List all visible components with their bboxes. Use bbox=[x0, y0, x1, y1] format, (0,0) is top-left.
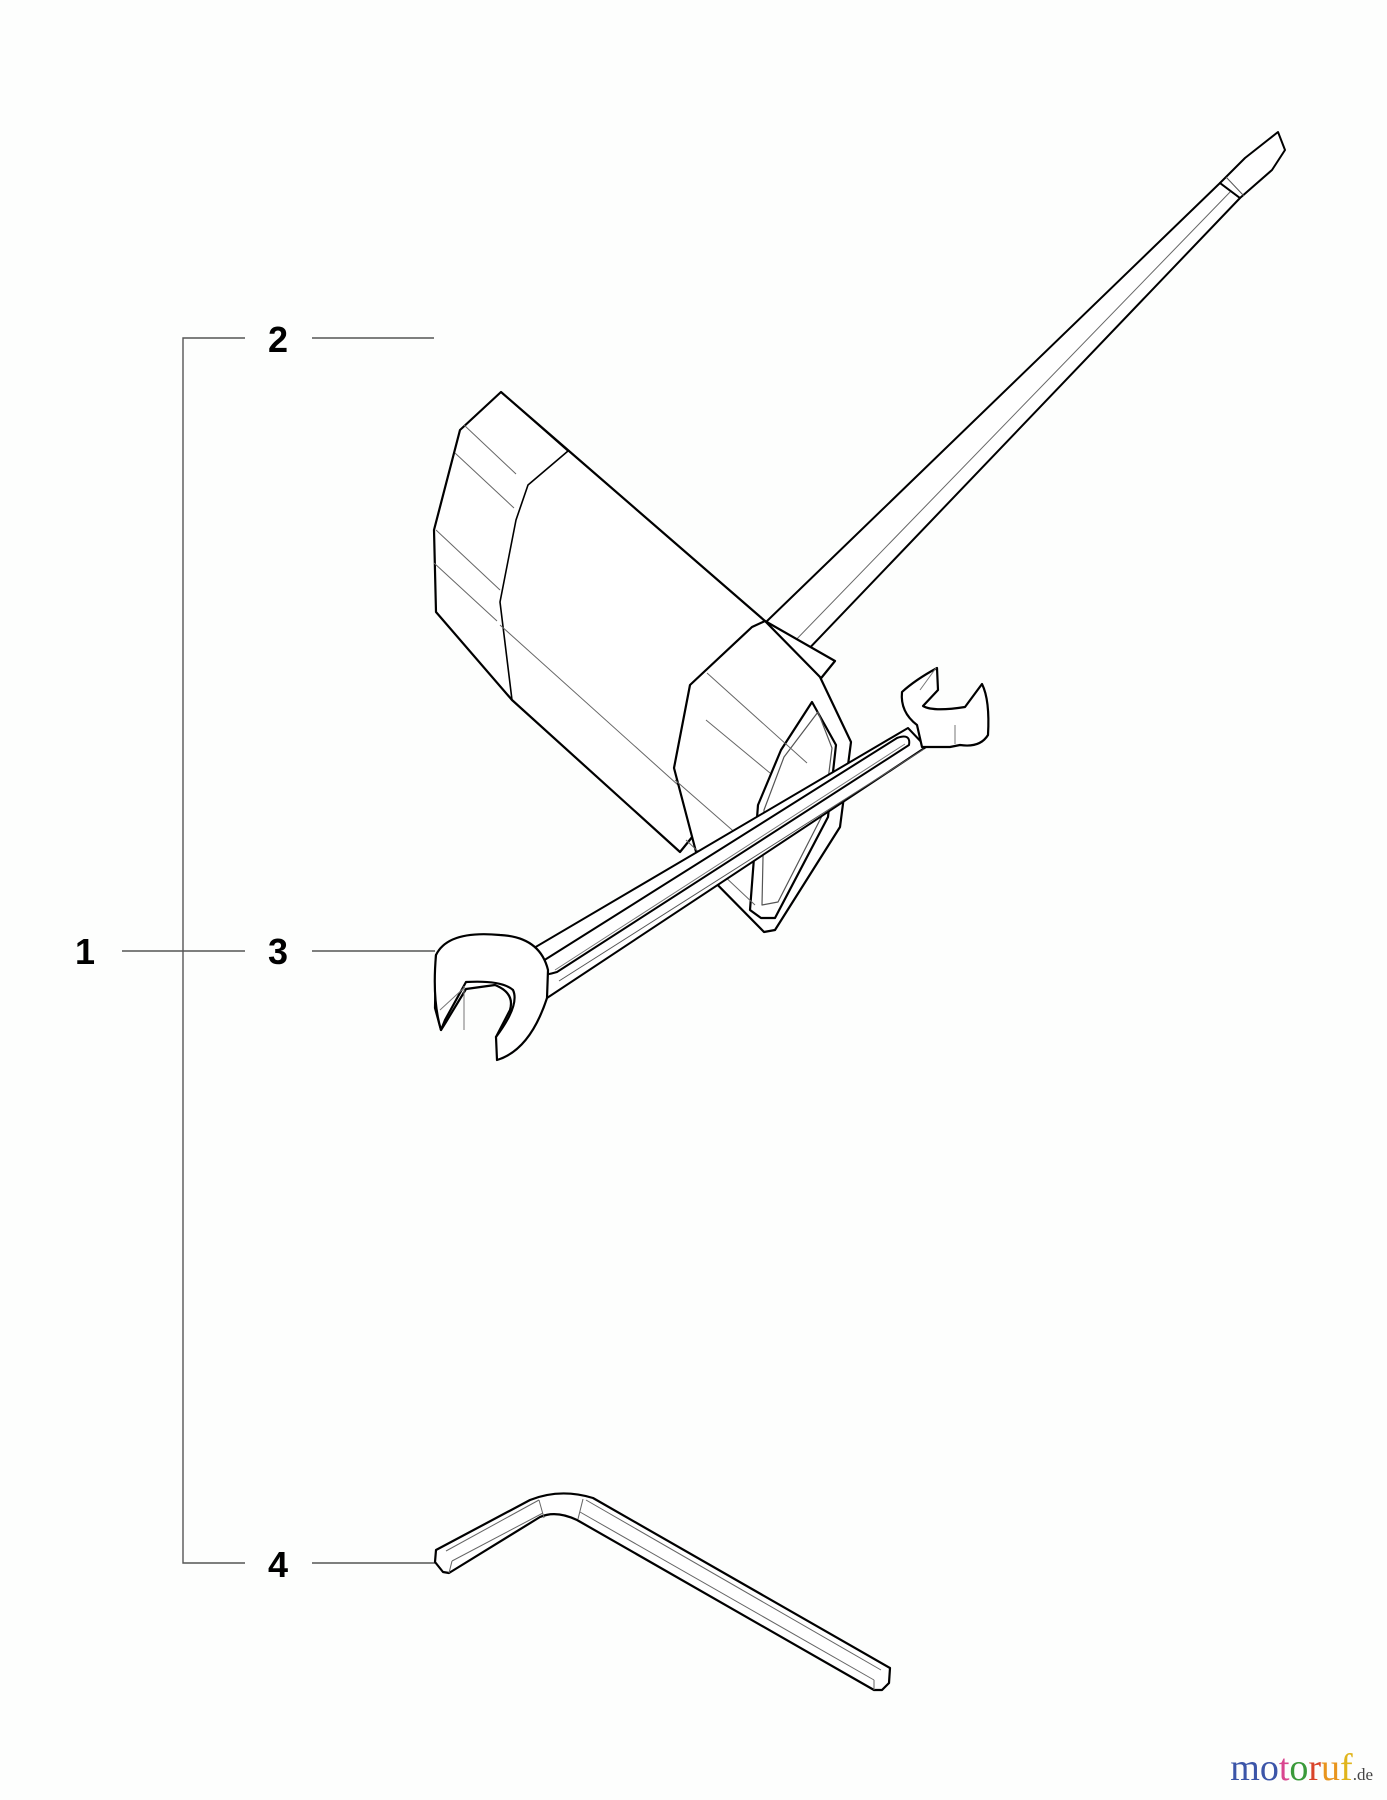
callout-3: 3 bbox=[267, 931, 289, 972]
callout-4: 4 bbox=[267, 1544, 289, 1585]
callout-2: 2 bbox=[267, 319, 289, 360]
callout-1: 1 bbox=[74, 931, 96, 972]
watermark-tld: .de bbox=[1352, 1765, 1373, 1784]
watermark-letter: u bbox=[1321, 1747, 1341, 1789]
watermark-logo: motoruf.de bbox=[1230, 1746, 1373, 1790]
watermark-letter: t bbox=[1278, 1747, 1290, 1789]
watermark-letter: f bbox=[1340, 1747, 1353, 1789]
hex-key-icon bbox=[433, 1492, 892, 1692]
open-end-wrench-icon bbox=[433, 666, 990, 1062]
watermark-letter: o bbox=[1259, 1747, 1279, 1789]
watermark-letter: o bbox=[1289, 1747, 1309, 1789]
callout-leader-lines bbox=[122, 337, 435, 1564]
watermark-letter: m bbox=[1230, 1747, 1260, 1789]
watermark-letter: r bbox=[1308, 1747, 1322, 1789]
socket-wrench-icon bbox=[432, 131, 1286, 934]
